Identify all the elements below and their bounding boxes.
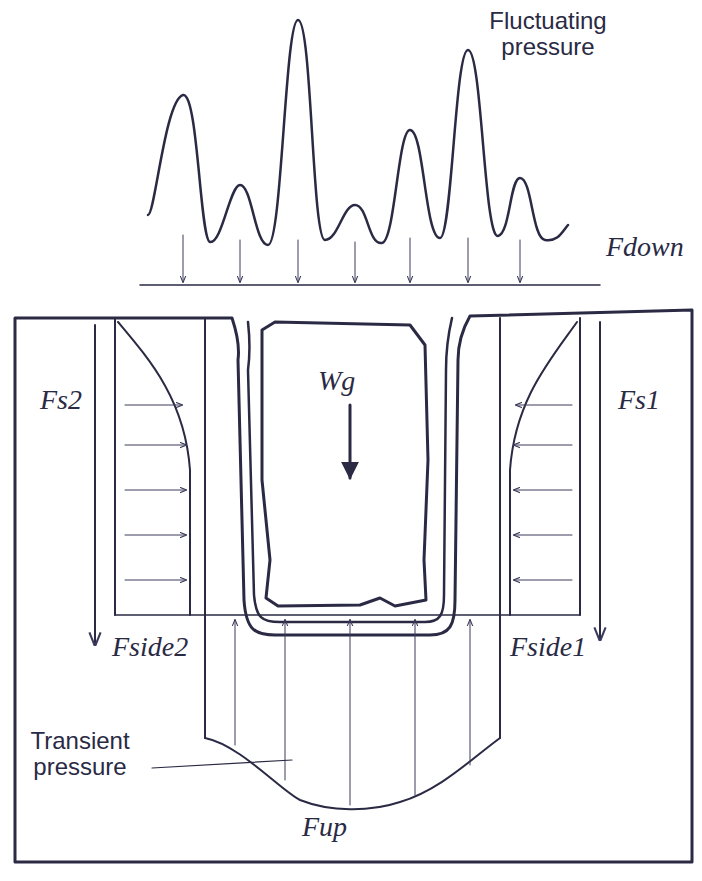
force-label: Fside2	[112, 632, 188, 663]
shear-arrow-right	[599, 322, 601, 640]
force-label: Fs2	[40, 385, 82, 416]
joint-inner	[248, 318, 452, 622]
force-label: Fs1	[618, 385, 660, 416]
force-label: Fup	[302, 812, 347, 843]
shear-arrow-left	[94, 325, 96, 645]
weight-arrow	[349, 405, 352, 478]
force-label: Fdown	[606, 232, 684, 263]
rock-block	[262, 322, 428, 606]
leader-line	[152, 760, 292, 768]
uplift-pressure	[205, 738, 500, 809]
down-arrows	[183, 235, 520, 282]
side-pressure-left	[115, 318, 205, 738]
baseline	[140, 284, 600, 286]
caption-label: Fluctuating pressure	[478, 8, 618, 61]
force-label: Wg	[318, 366, 355, 397]
side-pressure-right	[500, 318, 580, 738]
up-arrows	[235, 620, 470, 805]
side-arrows-right	[514, 405, 572, 580]
side-arrows-left	[125, 405, 186, 580]
force-label: Fside1	[510, 632, 586, 663]
block-base-line	[115, 614, 580, 616]
caption-label: Transient pressure	[10, 728, 150, 781]
